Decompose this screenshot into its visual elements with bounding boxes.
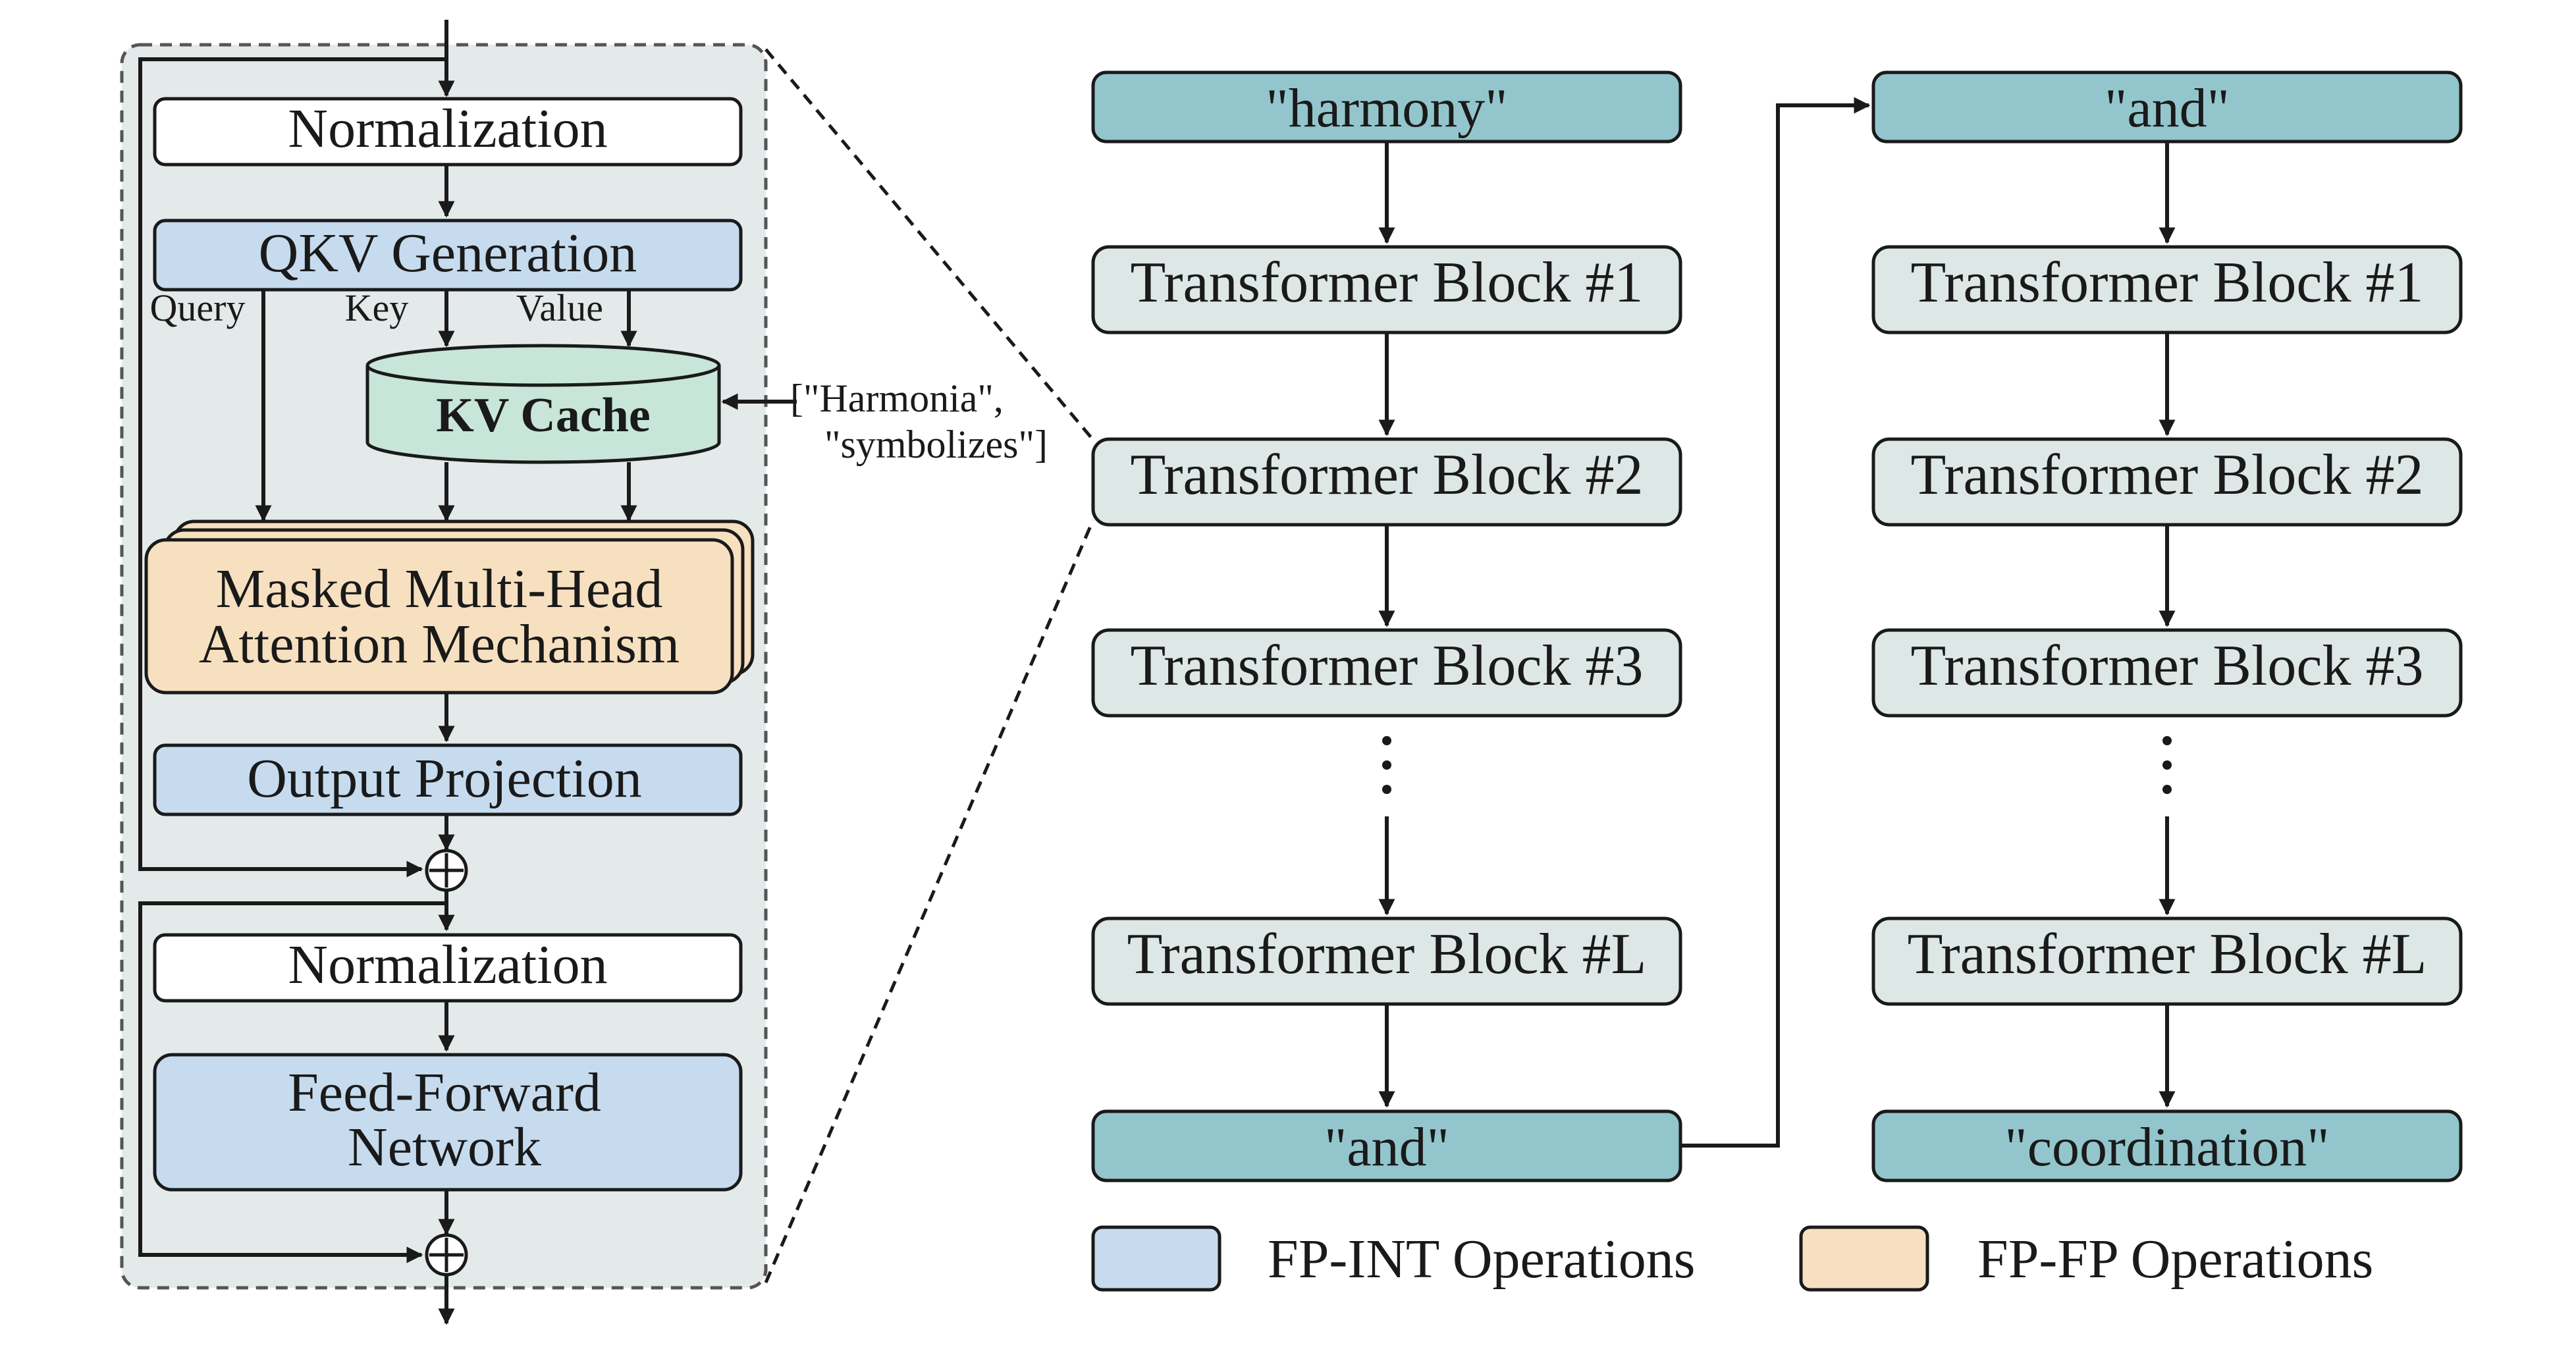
query-label: Query [150, 286, 246, 329]
p1-block-label-2: Transformer Block #2 [1131, 443, 1644, 507]
input-token-2: "and" [2105, 78, 2230, 139]
pipeline-2: "and" Transformer Block #1 Transformer B… [1871, 70, 2463, 1182]
residual-add-icon-2 [425, 1233, 468, 1277]
value-label: Value [516, 286, 603, 329]
autoregressive-connector [1680, 97, 1871, 1148]
legend-label-fp-fp: FP-FP Operations [1977, 1229, 2373, 1290]
residual-connection-1 [138, 57, 446, 878]
p1-block-label-3: Transformer Block #3 [1131, 634, 1644, 698]
legend: FP-INT Operations FP-FP Operations [1091, 1225, 2373, 1292]
residual-add-icon-1 [425, 849, 468, 892]
p1-block-box-3 [1091, 628, 1682, 718]
p2-block-label-l: Transformer Block #L [1908, 922, 2427, 986]
qkv-generation-label: QKV Generation [259, 223, 637, 284]
feed-forward-label-1: Feed-Forward [288, 1062, 601, 1123]
zoom-line-bottom [764, 519, 1095, 1283]
key-label: Key [345, 286, 409, 329]
kv-cache-label: KV Cache [436, 388, 650, 442]
p2-block-box-3 [1871, 628, 2463, 718]
p2-block-label-3: Transformer Block #3 [1911, 634, 2424, 698]
zoom-line-top [765, 48, 1094, 441]
kv-cache-cylinder [365, 344, 721, 464]
attention-label-2: Attention Mechanism [199, 614, 680, 675]
legend-swatch-fp-int [1091, 1225, 1221, 1292]
p1-block-label-1: Transformer Block #1 [1131, 251, 1644, 315]
p1-block-label-l: Transformer Block #L [1127, 922, 1647, 986]
p2-block-label-2: Transformer Block #2 [1911, 443, 2424, 507]
normalization-label-1: Normalization [288, 98, 607, 159]
p1-ellipsis [1382, 736, 1391, 794]
residual-connection-2 [138, 901, 446, 1263]
legend-label-fp-int: FP-INT Operations [1268, 1229, 1695, 1290]
output-token-1: "and" [1324, 1117, 1449, 1178]
output-projection-label: Output Projection [247, 748, 642, 809]
p2-block-label-1: Transformer Block #1 [1911, 251, 2424, 315]
cache-input-line-2: "symbolizes"] [824, 423, 1048, 466]
feed-forward-label-2: Network [348, 1117, 541, 1178]
normalization-label-2: Normalization [288, 934, 607, 995]
input-token-1: "harmony" [1266, 78, 1507, 139]
cache-input-line-1: ["Harmonia", [790, 377, 1004, 420]
attention-label-1: Masked Multi-Head [216, 558, 663, 620]
pipeline-1: "harmony" Transformer Block #1 Transform… [1091, 70, 1682, 1182]
output-token-2: "coordination" [2004, 1117, 2329, 1178]
attention-stack [144, 519, 755, 695]
output-token-box-2 [1871, 1109, 2463, 1182]
p2-ellipsis [2162, 736, 2172, 794]
legend-swatch-fp-fp [1799, 1225, 1929, 1292]
